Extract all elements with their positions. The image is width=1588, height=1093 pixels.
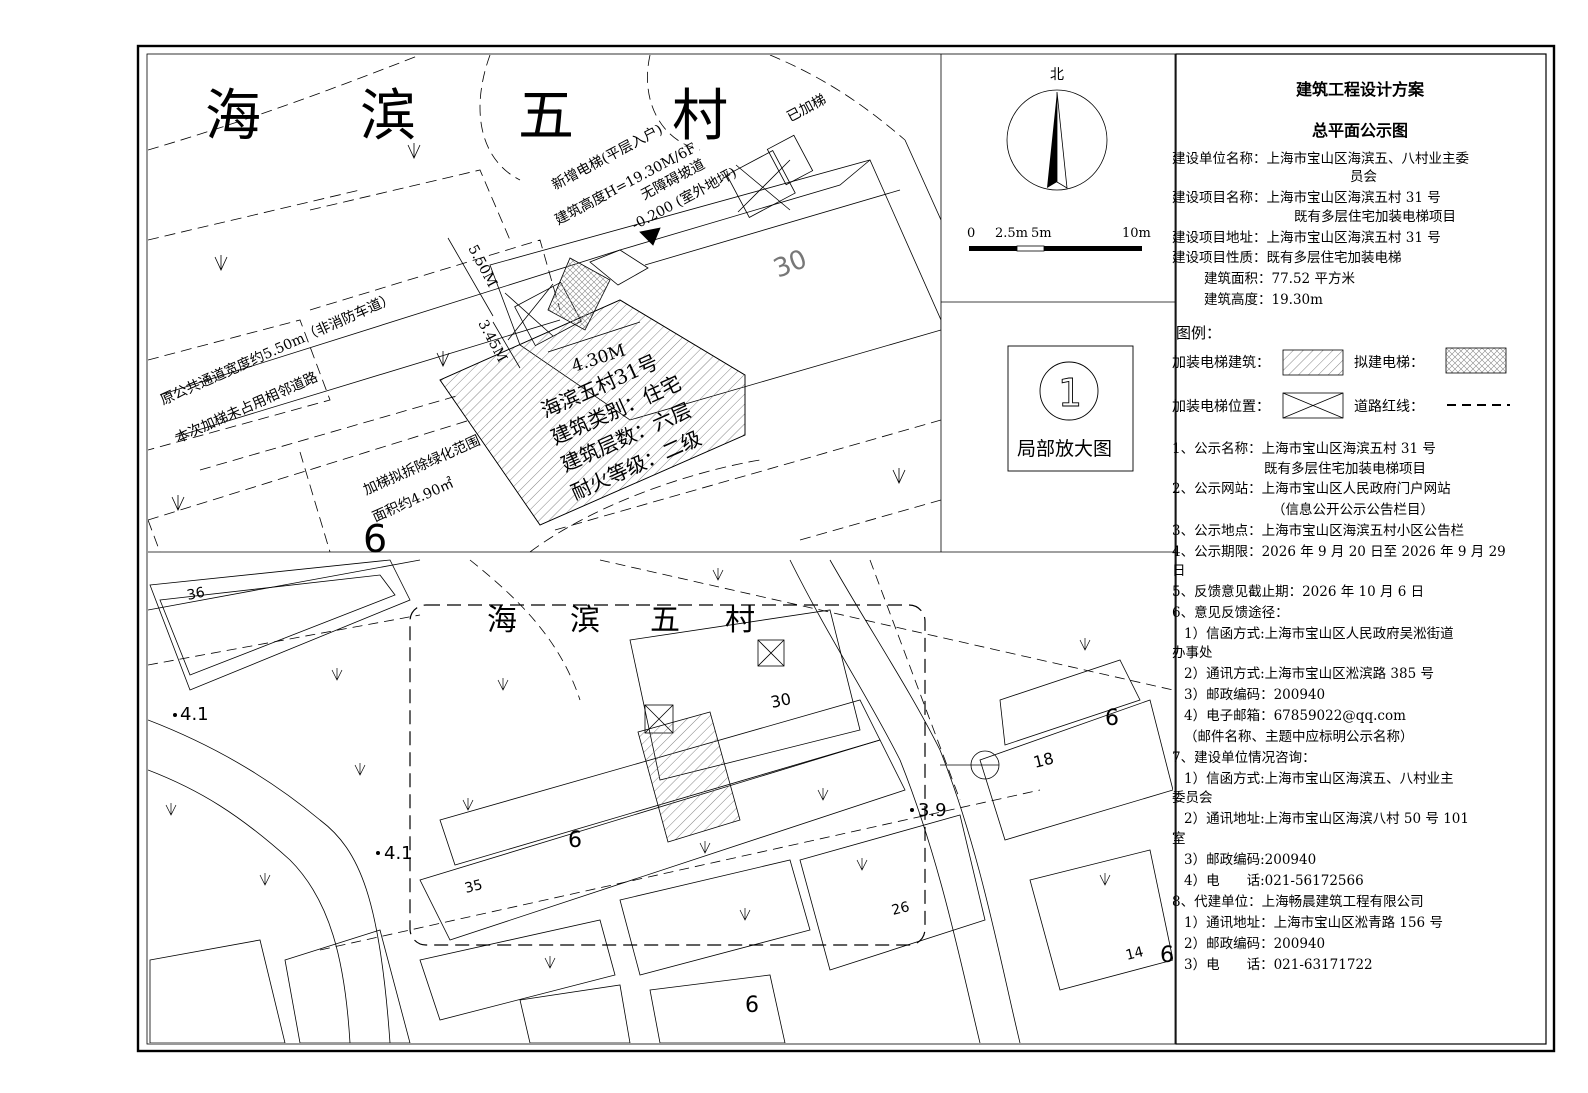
site-building-26: 26 <box>890 899 911 919</box>
info-line-8: 建筑高度：19.30m <box>1204 292 1323 308</box>
scale-bar: 0 2.5m 5m 10m <box>967 226 1151 252</box>
scale-tick-2: 5m <box>1031 226 1052 241</box>
existing-elevator-symbol <box>726 150 796 218</box>
info-line-2: 员会 <box>1350 169 1377 185</box>
legend-swatch-planned-elevator <box>1445 347 1507 374</box>
detail-building-30: 30 <box>769 244 811 284</box>
notice-line-11: 办事处 <box>1172 645 1213 661</box>
notice-line-16: 7、建设单位情况咨询： <box>1172 750 1316 766</box>
sheet-border <box>136 44 1556 1053</box>
notice-line-8: 5、反馈意见截止期：2026 年 10 月 6 日 <box>1172 584 1425 600</box>
legend-label-elevator-position: 加装电梯位置： <box>1172 399 1270 415</box>
enlarged-view-label: 局部放大图 <box>1017 438 1112 460</box>
info-panel: 建筑工程设计方案 总平面公示图 建设单位名称：上海市宝山区海滨五、八村业主委 员… <box>1172 60 1548 1046</box>
scale-tick-3: 10m <box>1122 226 1151 241</box>
site-plan-lower <box>148 559 1173 1043</box>
scale-tick-1: 2.5m <box>995 226 1028 241</box>
site-floor-count: 6 <box>568 828 582 853</box>
info-line-4: 既有多层住宅加装电梯项目 <box>1294 209 1456 225</box>
north-label: 北 <box>1050 67 1064 83</box>
info-line-3: 建设项目名称：上海市宝山区海滨五村 31 号 <box>1172 190 1441 206</box>
info-panel-border <box>1175 53 1547 1045</box>
notice-line-21: 3）邮政编码:200940 <box>1184 852 1317 868</box>
detail-village-char-3: 五 <box>518 84 574 149</box>
notice-line-17: 1）信函方式:上海市宝山区海滨五、八村业主 <box>1184 771 1454 787</box>
drawing-area-border <box>146 53 1176 1045</box>
site-building-36: 36 <box>186 585 207 604</box>
notice-line-18: 委员会 <box>1172 790 1213 806</box>
site-elevation-3: 3.9 <box>918 800 947 821</box>
notice-line-9: 6、意见反馈途径： <box>1172 605 1289 621</box>
notice-line-14: 4）电子邮箱：67859022@qq.com <box>1184 708 1406 724</box>
notice-line-19: 2）通讯地址:上海市宝山区海滨八村 50 号 101 <box>1184 811 1469 827</box>
legend-label-planned-elevator: 拟建电梯： <box>1354 355 1424 371</box>
legend-swatch-elevator-position <box>1282 392 1344 419</box>
site-building-18: 18 <box>1031 749 1055 772</box>
north-compass: 北 <box>1006 67 1108 191</box>
notice-line-20: 室 <box>1172 831 1186 847</box>
notice-line-26: 3）电 话：021-63171722 <box>1184 957 1373 973</box>
legend-swatch-elevator-building <box>1282 349 1344 376</box>
notice-line-3: 2、公示网站：上海市宝山区人民政府门户网站 <box>1172 481 1451 497</box>
notice-line-2: 既有多层住宅加装电梯项目 <box>1264 461 1426 477</box>
notice-line-13: 3）邮政编码：200940 <box>1184 687 1326 703</box>
legend-label-road-line: 道路红线： <box>1354 399 1424 415</box>
notice-line-15: （邮件名称、主题中应标明公示名称） <box>1184 729 1414 745</box>
detail-village-char-1: 海 <box>205 84 261 149</box>
enlarged-view-number: 1 <box>1058 371 1082 415</box>
site-building-30: 30 <box>769 689 793 712</box>
panel-title-1: 建筑工程设计方案 <box>1295 80 1424 99</box>
detail-village-char-4: 村 <box>672 84 728 149</box>
dimension-5-50: 5.50M <box>464 242 499 290</box>
scale-tick-0: 0 <box>967 226 975 241</box>
info-line-1: 建设单位名称：上海市宝山区海滨五、八村业主委 <box>1172 151 1469 167</box>
site-village-char-2: 滨 <box>570 603 600 638</box>
existing-elevator-label: 已加梯 <box>784 92 829 126</box>
site-building-14: 14 <box>1124 944 1145 964</box>
info-line-6: 建设项目性质：既有多层住宅加装电梯 <box>1172 250 1402 266</box>
enlarged-view-tag: 1 局部放大图 <box>1007 345 1134 472</box>
site-elevation-2: 4.1 <box>384 843 413 864</box>
site-building-35: 35 <box>463 877 484 897</box>
enlarged-region-frame <box>409 604 926 946</box>
site-floor-count-east: 6 <box>1105 706 1119 731</box>
site-village-char-3: 五 <box>650 603 680 638</box>
notice-line-7: 日 <box>1172 563 1186 579</box>
site-floor-count-edge: 6 <box>1160 943 1174 968</box>
site-village-char-4: 村 <box>725 603 755 638</box>
notice-line-25: 2）邮政编码：200940 <box>1184 936 1326 952</box>
site-village-char-1: 海 <box>487 603 517 638</box>
notice-line-12: 2）通讯方式:上海市宝山区淞滨路 385 号 <box>1184 666 1434 682</box>
site-floor-count-south: 6 <box>745 993 759 1018</box>
notice-line-22: 4）电 话:021-56172566 <box>1184 873 1364 889</box>
detail-village-char-2: 滨 <box>360 84 416 149</box>
notice-line-24: 1）通讯地址：上海市宝山区淞青路 156 号 <box>1184 915 1443 931</box>
notice-line-1: 1、公示名称：上海市宝山区海滨五村 31 号 <box>1172 441 1436 457</box>
notice-line-6: 4、公示期限：2026 年 9 月 20 日至 2026 年 9 月 29 <box>1172 544 1506 560</box>
legend-swatches <box>1282 347 1510 419</box>
legend-label-elevator-building: 加装电梯建筑： <box>1172 355 1270 371</box>
detail-floor-count: 6 <box>363 517 387 561</box>
notice-line-5: 3、公示地点：上海市宝山区海滨五村小区公告栏 <box>1172 523 1465 539</box>
notice-line-10: 1）信函方式:上海市宝山区人民政府吴淞街道 <box>1184 626 1454 642</box>
notice-line-4: （信息公开公示公告栏目） <box>1272 502 1434 518</box>
info-line-5: 建设项目地址：上海市宝山区海滨五村 31 号 <box>1172 230 1441 246</box>
legend-title: 图例： <box>1176 324 1222 342</box>
site-elevation-1: 4.1 <box>180 704 209 725</box>
info-line-7: 建筑面积：77.52 平方米 <box>1204 271 1355 287</box>
notice-line-23: 8、代建单位：上海畅晨建筑工程有限公司 <box>1172 894 1424 910</box>
enlarged-detail-plan <box>148 55 941 552</box>
panel-title-2: 总平面公示图 <box>1311 121 1408 140</box>
